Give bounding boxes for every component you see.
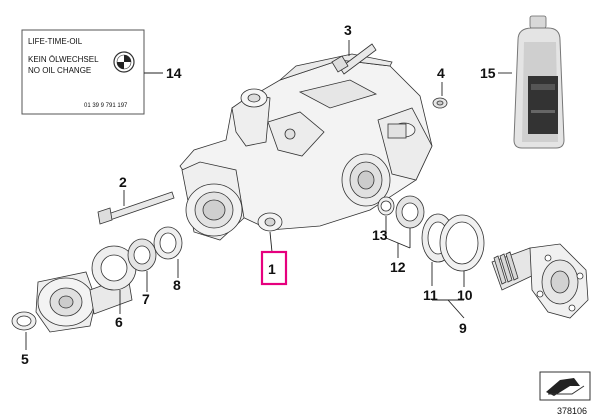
- callout-2[interactable]: 2: [119, 174, 127, 190]
- callout-13[interactable]: 13: [372, 227, 388, 243]
- callout-9[interactable]: 9: [459, 320, 467, 336]
- label-card-line1: LIFE-TIME-OIL: [28, 37, 83, 46]
- label-card-part-number: 01 39 9 791 197: [84, 103, 128, 109]
- callout-1-highlight[interactable]: 1: [260, 231, 288, 286]
- label-card-line3: NO OIL CHANGE: [28, 66, 91, 75]
- seal-7[interactable]: [127, 238, 157, 272]
- callout-5[interactable]: 5: [21, 351, 29, 367]
- callout-7[interactable]: 7: [142, 291, 150, 307]
- bolt-2[interactable]: [97, 191, 175, 225]
- callout-4[interactable]: 4: [437, 65, 445, 81]
- bolt-3[interactable]: [331, 43, 377, 75]
- callout-1[interactable]: 1: [268, 261, 276, 277]
- label-card-line2: KEIN ÖLWECHSEL: [28, 55, 99, 64]
- oil-bottle-icon[interactable]: [513, 15, 565, 149]
- callout-3[interactable]: 3: [344, 22, 352, 38]
- callout-8[interactable]: 8: [173, 277, 181, 293]
- diagram-number: 378106: [557, 406, 587, 416]
- ring-6[interactable]: [91, 245, 137, 291]
- callout-10[interactable]: 10: [457, 287, 473, 303]
- ring-8[interactable]: [153, 226, 183, 260]
- callout-12[interactable]: 12: [390, 259, 406, 275]
- callout-11[interactable]: 11: [423, 287, 438, 303]
- ring-10[interactable]: [439, 214, 485, 272]
- callout-14[interactable]: 14: [166, 65, 182, 81]
- seal-13[interactable]: [377, 195, 425, 229]
- callout-15[interactable]: 15: [480, 65, 496, 81]
- differential-housing[interactable]: [179, 53, 433, 241]
- nut-4[interactable]: [432, 97, 448, 109]
- arrow-nav-icon[interactable]: [539, 371, 591, 401]
- output-shaft-9[interactable]: [491, 243, 589, 319]
- bmw-roundel-icon: [113, 51, 135, 73]
- callout-6[interactable]: 6: [115, 314, 123, 330]
- label-card[interactable]: LIFE-TIME-OIL KEIN ÖLWECHSEL NO OIL CHAN…: [21, 29, 145, 115]
- seal-5[interactable]: [11, 311, 37, 331]
